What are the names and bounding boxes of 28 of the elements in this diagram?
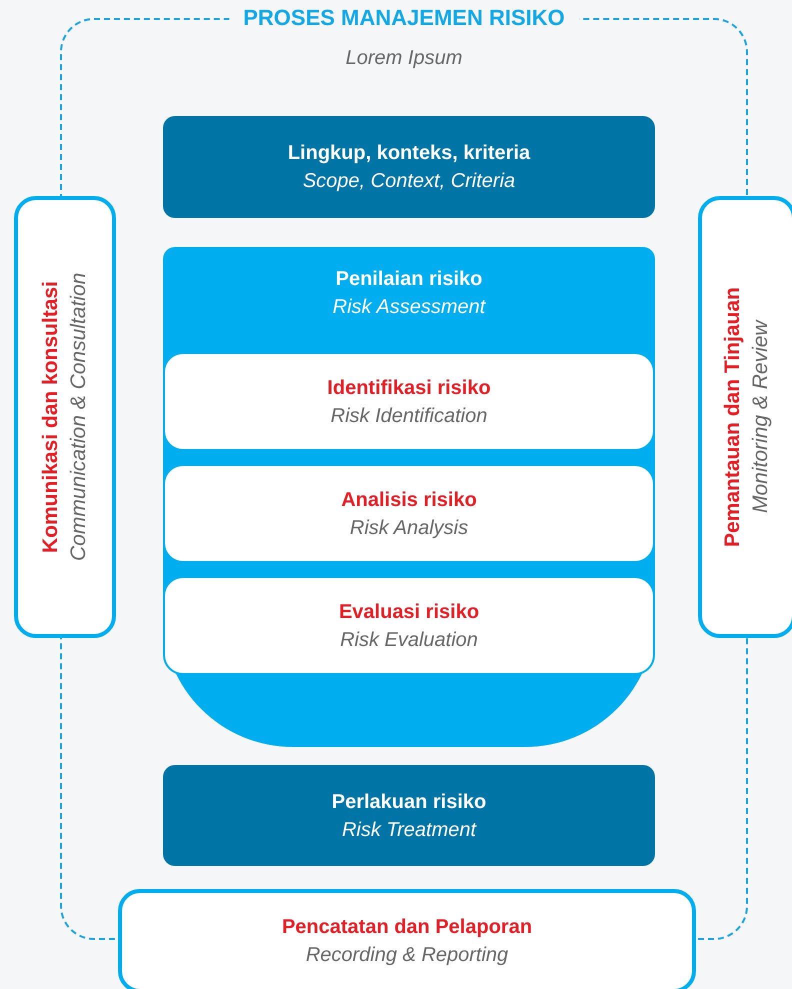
step-box [163, 352, 655, 451]
subtitle-text: Risk Treatment [342, 818, 476, 842]
subtitle-text: Monitoring & Review [748, 320, 773, 514]
step-box [163, 765, 655, 866]
subtitle-text: Lorem Ipsum [346, 46, 462, 71]
heading-text: Penilaian risiko [334, 267, 484, 292]
step-box [118, 889, 696, 989]
subtitle-text: Risk Identification [330, 404, 488, 428]
heading-text: Evaluasi risiko [338, 600, 480, 624]
subtitle-text: Risk Assessment [332, 295, 487, 320]
side-panel [698, 196, 792, 638]
heading-text: Identifikasi risiko [327, 376, 491, 400]
step-box [163, 464, 655, 563]
heading-text: Perlakuan risiko [332, 790, 486, 814]
subtitle-text: Scope, Context, Criteria [302, 169, 516, 194]
subtitle-text: Risk Analysis [350, 516, 468, 540]
step-box [163, 116, 655, 218]
assessment-panel [163, 247, 655, 747]
heading-text: Pemantauan dan Tinjauan [720, 287, 745, 547]
side-panel [14, 196, 116, 638]
heading-text: Lingkup, konteks, kriteria [288, 141, 530, 166]
heading-text: Pencatatan dan Pelaporan [282, 915, 532, 940]
heading-text: Analisis risiko [341, 488, 477, 512]
subtitle-text: Risk Evaluation [340, 628, 478, 652]
subtitle-text: Communication & Consultation [66, 272, 91, 562]
step-box [163, 576, 655, 675]
heading-text: Komunikasi dan konsultasi [38, 281, 63, 553]
subtitle-text: Recording & Reporting [306, 943, 508, 968]
